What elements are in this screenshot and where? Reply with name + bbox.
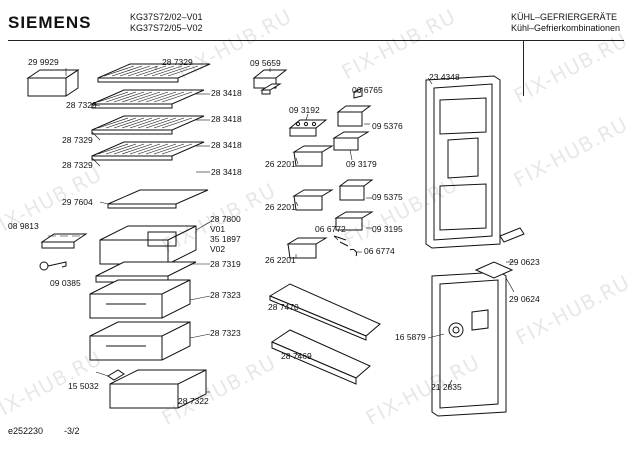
part-number-label: 09 3192 [289, 105, 320, 115]
wire-shelf-3-part [91, 115, 205, 135]
part-number-label: 06 6774 [364, 246, 395, 256]
part-number-label: 28 7329 [62, 135, 93, 145]
part-number-label: 28 7329 [62, 160, 93, 170]
part-number-label: 15 5032 [68, 381, 99, 391]
part-number-label: 28 3418 [211, 88, 242, 98]
part-number-label: 26 2201 [265, 255, 296, 265]
part-number-label: 09 5659 [250, 58, 281, 68]
part-number-label: 29 0623 [509, 257, 540, 267]
part-number-label: 28 3418 [211, 140, 242, 150]
page-number: -3/2 [64, 426, 80, 436]
part-number-label: 26 2201 [265, 202, 296, 212]
lid-09-5376-part [336, 105, 372, 127]
small-clip-part [353, 87, 363, 99]
category-line-1: KÜHL–GEFRIERGERÄTE [511, 12, 618, 22]
freezer-door-part [431, 271, 507, 417]
part-number-label: 29 7604 [62, 197, 93, 207]
part-number-label: 29 9929 [28, 57, 59, 67]
part-number-label: 09 3179 [346, 159, 377, 169]
part-number-label: 28 7323 [210, 290, 241, 300]
key-part [39, 261, 67, 271]
wire-shelf-1-part [97, 63, 211, 83]
lid-09-5375-part [338, 179, 374, 201]
model-line-2: KG37S72/05–V02 [130, 23, 203, 33]
leader-lines-right [269, 68, 515, 389]
part-number-label: 28 3418 [211, 114, 242, 124]
section-divider [523, 41, 524, 96]
part-number-label: 28 7323 [210, 328, 241, 338]
glass-shelf-part [107, 189, 209, 209]
ice-tray-part [40, 233, 88, 249]
drawer-stop-part [107, 369, 125, 381]
freezer-drawer-1-part [89, 279, 191, 319]
part-number-label: 26 2201 [265, 159, 296, 169]
drawing-id: e252230 [8, 426, 44, 436]
part-number-label: V02 [210, 244, 226, 254]
part-number-label: 28 7329 [66, 100, 97, 110]
leader-lines-left [65, 66, 211, 393]
spring-clips-part [333, 235, 357, 257]
door-bin-4-part [334, 211, 374, 231]
part-number-label: 16 5879 [395, 332, 426, 342]
bottle-rack-1-part [268, 283, 381, 341]
fridge-door-part [425, 75, 501, 249]
brand-logo: SIEMENS [8, 13, 92, 32]
door-bin-3-part [292, 189, 334, 211]
wire-shelf-2-part [91, 89, 205, 109]
door-bin-2-part [332, 131, 370, 151]
part-number-label: 06 6772 [315, 224, 346, 234]
freezer-drawer-2-part [89, 321, 191, 361]
part-number-label: 28 7470 [268, 302, 299, 312]
egg-tray-part [288, 119, 328, 137]
lid-09-5659-part [252, 69, 288, 95]
part-number-label: 09 0385 [50, 278, 81, 288]
part-number-label: 09 3195 [372, 224, 403, 234]
part-number-label: V01 [210, 224, 226, 234]
freezer-drawer-3-part [109, 369, 207, 409]
door-hinge-part [499, 227, 525, 243]
part-number-label: 09 5376 [372, 121, 403, 131]
part-number-label: 09 5375 [372, 192, 403, 202]
butter-box-part [26, 69, 80, 97]
part-number-label: 28 7322 [178, 396, 209, 406]
part-number-label: 23 4348 [429, 72, 460, 82]
part-number-label: 21 2835 [431, 382, 462, 392]
part-number-label: 08 9813 [8, 221, 39, 231]
part-number-label: 28 7469 [281, 351, 312, 361]
category-line-2: Kühl–Gefrierkombinationen [511, 23, 621, 33]
chiller-tray-part [99, 225, 197, 265]
header-divider [8, 40, 624, 41]
wire-shelf-4-part [91, 141, 205, 161]
bottle-rack-2-part [270, 329, 371, 385]
part-number-label: 28 7319 [210, 259, 241, 269]
part-number-label: 06 6765 [352, 85, 383, 95]
model-line-1: KG37S72/02–V01 [130, 12, 203, 22]
part-number-label: 28 3418 [211, 167, 242, 177]
door-bin-1-part [292, 145, 334, 167]
part-number-label: 29 0624 [509, 294, 540, 304]
door-seal-part [474, 261, 514, 279]
part-number-label: 35 1897 [210, 234, 241, 244]
drawer-frame-part [95, 261, 197, 283]
part-number-label: 28 7329 [162, 57, 193, 67]
part-number-label: 28 7800 [210, 214, 241, 224]
door-bin-5-part [286, 237, 328, 259]
